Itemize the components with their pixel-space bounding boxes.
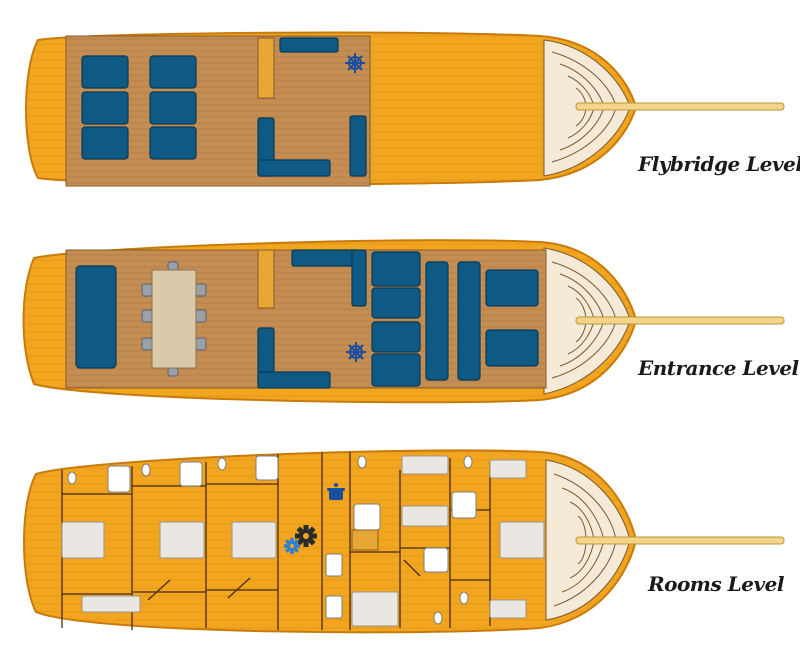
ship-wheel-icon <box>345 53 365 73</box>
stair <box>257 249 275 309</box>
beds <box>61 455 545 627</box>
rooms-level-label: Rooms Level <box>648 572 784 596</box>
seating <box>75 249 539 389</box>
flybridge-level-label: Flybridge Level <box>638 152 800 176</box>
rooms-level <box>23 449 785 634</box>
gear-icon <box>284 538 300 554</box>
seating <box>81 37 367 177</box>
ship-wheel-icon <box>346 342 366 362</box>
stair <box>351 529 379 551</box>
entrance-level <box>22 239 785 404</box>
bowsprit <box>575 102 785 111</box>
entrance-level-label: Entrance Level <box>638 356 799 380</box>
dining-table <box>141 261 207 377</box>
bowsprit <box>575 316 785 325</box>
gear-icon <box>295 525 317 547</box>
stair <box>257 37 275 99</box>
bowsprit <box>575 536 785 545</box>
bathroom-fixtures <box>67 455 477 625</box>
hull <box>23 449 638 634</box>
flybridge-level <box>25 31 785 187</box>
cooking-pot-icon <box>327 483 345 500</box>
